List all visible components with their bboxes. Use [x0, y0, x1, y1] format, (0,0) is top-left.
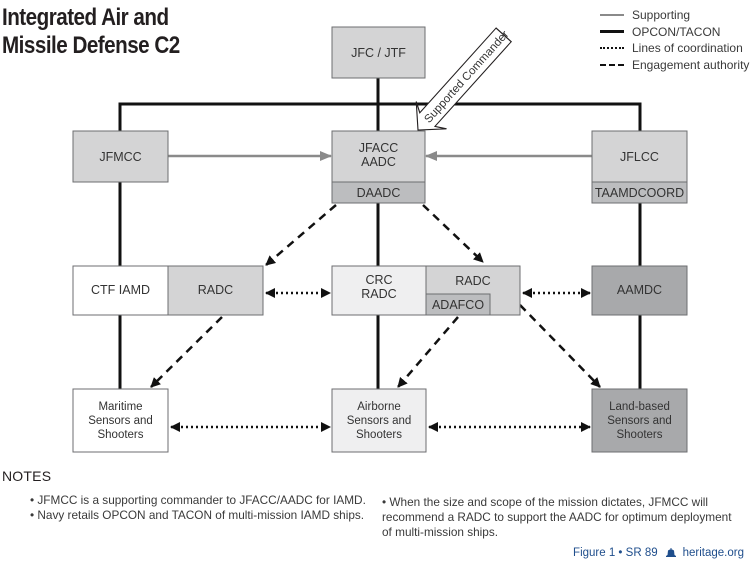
opcon-line-swatch: [600, 30, 624, 34]
engage-daadc-to-radc-center: [422, 204, 484, 263]
callout-arrow-shape: [415, 27, 513, 131]
node-label-line: CTF IAMD: [91, 283, 150, 297]
title-line-2: Missile Defense C2: [2, 32, 180, 59]
node-label-line: Maritime: [98, 401, 142, 413]
opcon-lines: [118, 78, 642, 389]
legend-item-opcon: OPCON/TACON: [600, 24, 749, 41]
node-daadc: DAADC: [331, 181, 426, 204]
node-label-line: Airborne: [357, 401, 400, 413]
node-label-line: TAAMDCOORD: [595, 186, 684, 200]
node-label: AAMDC: [617, 283, 662, 297]
node-label-line: Land-based: [609, 401, 670, 413]
node-label-line: DAADC: [357, 186, 401, 200]
node-radc-left: RADC: [167, 265, 264, 316]
note-item: • Navy retails OPCON and TACON of multi-…: [30, 508, 365, 522]
node-label-line: Shooters: [97, 429, 143, 441]
opcon-bus: [118, 102, 642, 131]
node-label: JFLCC: [620, 150, 659, 164]
footer-credit: Figure 1 • SR 89 heritage.org: [573, 547, 744, 559]
node-jflcc: JFLCC: [591, 130, 688, 183]
figure-label: Figure 1 • SR 89: [573, 547, 658, 559]
node-label-line: Sensors and: [607, 415, 672, 427]
node-label-line: Shooters: [616, 429, 662, 441]
note-item: • JFMCC is a supporting commander to JFA…: [30, 493, 366, 507]
node-label-line: AADC: [361, 155, 396, 169]
node-label-line: RADC: [455, 274, 490, 288]
engagement-line-swatch: [600, 63, 624, 66]
supporting-line-swatch: [600, 14, 624, 17]
legend-item-engagement: Engagement authority: [600, 57, 749, 74]
node-label-line: AAMDC: [617, 283, 662, 297]
coordination-line-swatch: [600, 47, 624, 50]
site-label: heritage.org: [682, 547, 744, 559]
legend-label: OPCON/TACON: [632, 24, 721, 39]
title-line-1: Integrated Air and: [2, 4, 169, 31]
node-ctf-iamd: CTF IAMD: [72, 265, 169, 316]
node-label: ADAFCO: [432, 298, 484, 312]
node-label: JFMCC: [99, 150, 141, 164]
node-label: CTF IAMD: [91, 283, 150, 297]
legend: Supporting OPCON/TACON Lines of coordina…: [600, 7, 749, 73]
node-label-line: Sensors and: [347, 415, 412, 427]
node-jfc-jtf: JFC / JTF: [331, 26, 426, 79]
node-label-line: ADAFCO: [432, 298, 484, 312]
node-label-line: JFACC: [359, 141, 399, 155]
node-label-line: RADC: [198, 283, 233, 297]
legend-label: Lines of coordination: [632, 41, 743, 55]
node-label-line: Sensors and: [88, 415, 153, 427]
node-label: JFC / JTF: [351, 46, 406, 60]
notes-heading: NOTES: [2, 468, 52, 484]
node-label: RADC: [455, 274, 490, 288]
node-label-line: JFLCC: [620, 150, 659, 164]
coordination-lines: [170, 288, 591, 432]
legend-label: Supporting: [632, 8, 691, 22]
notes-left-column: • JFMCC is a supporting commander to JFA…: [30, 493, 366, 523]
engagement-lines: [150, 204, 601, 388]
node-adafco: ADAFCO: [425, 293, 491, 316]
node-label: DAADC: [357, 186, 401, 200]
callout-label: Supported Commander: [422, 29, 511, 126]
node-label-line: Shooters: [356, 429, 402, 441]
engage-adafco-to-airborne: [397, 316, 459, 388]
node-label-line: JFC / JTF: [351, 46, 406, 60]
node-label-line: JFMCC: [99, 150, 141, 164]
engage-radc-left-to-maritime: [150, 316, 223, 388]
legend-item-coordination: Lines of coordination: [600, 40, 749, 57]
diagram-title: Integrated Air and Missile Defense C2: [2, 4, 226, 60]
node-label-line: RADC: [361, 287, 396, 301]
engage-radc-center-to-landbased: [519, 304, 601, 388]
liberty-bell-icon: [665, 548, 676, 557]
engage-daadc-to-radc-left: [265, 204, 337, 266]
notes-right-column: • When the size and scope of the mission…: [382, 495, 732, 539]
node-aamdc: AAMDC: [591, 265, 688, 316]
node-label-line: CRC: [365, 273, 392, 287]
legend-label: Engagement authority: [632, 57, 750, 72]
node-taamdcoord: TAAMDCOORD: [591, 181, 688, 204]
node-jfmcc: JFMCC: [72, 130, 169, 183]
node-label: TAAMDCOORD: [595, 186, 684, 200]
node-label: RADC: [198, 283, 233, 297]
legend-item-supporting: Supporting: [600, 7, 749, 24]
